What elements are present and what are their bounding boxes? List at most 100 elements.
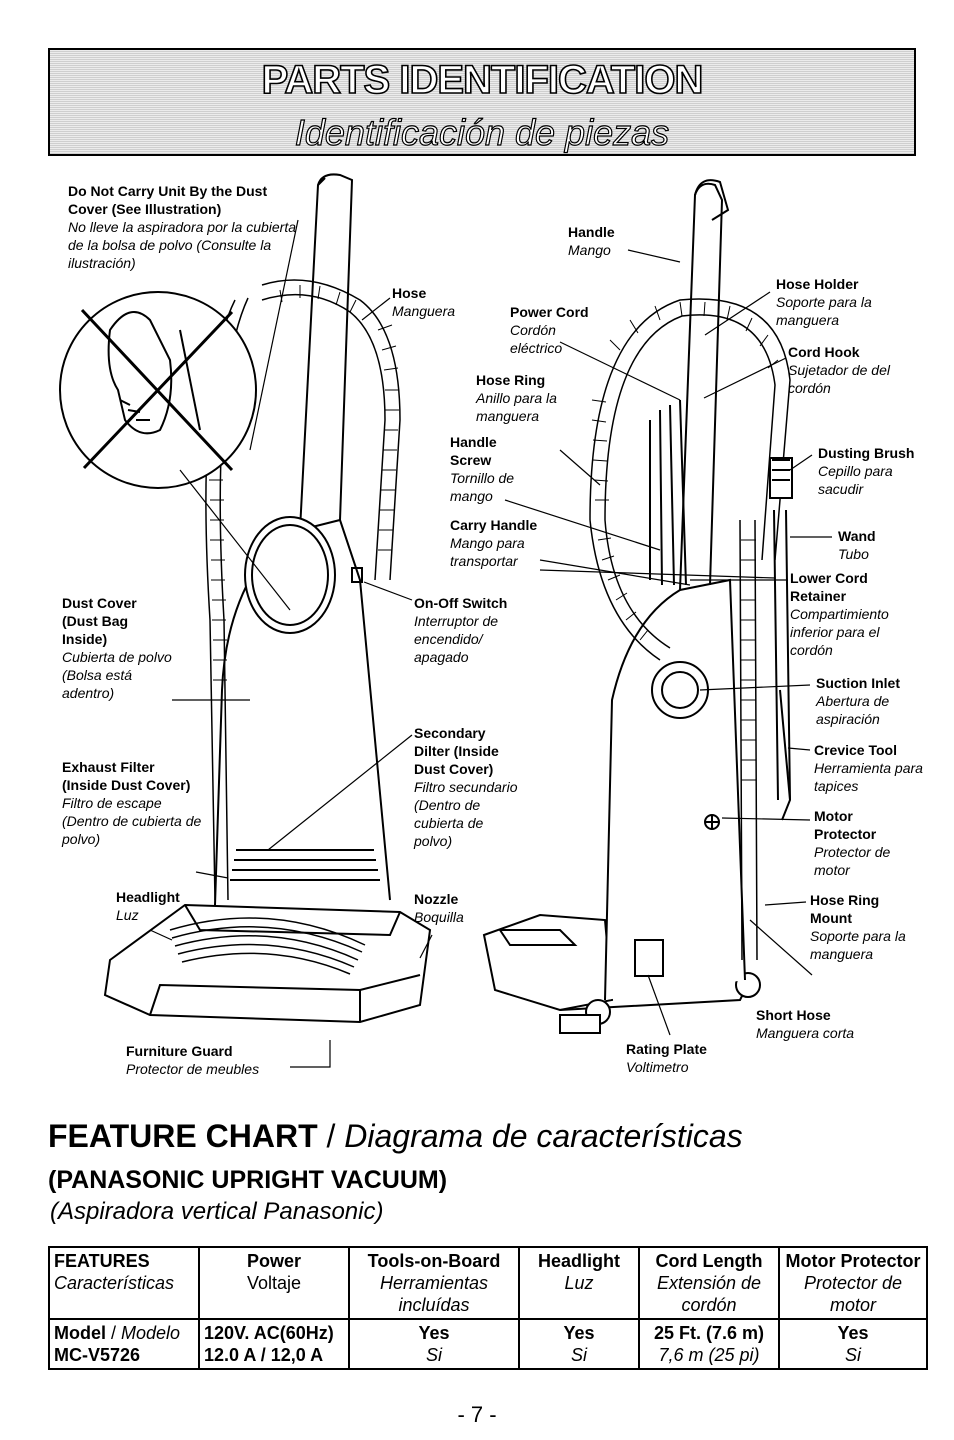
label-power-cord-en: Power Cord [510, 304, 589, 320]
label-crevice-tool-en: Crevice Tool [814, 742, 897, 758]
tools-es: Si [425, 1345, 442, 1365]
label-on-off-en: On-Off Switch [414, 595, 508, 611]
cell-cord-length: 25 Ft. (7.6 m) 7,6 m (25 pi) [638, 1318, 780, 1370]
label-handle-screw-es: Tornillo de mango [450, 470, 515, 504]
header-power: Power Voltaje [198, 1246, 350, 1320]
cell-power: 120V. AC(60Hz) 12.0 A / 12,0 A [198, 1318, 350, 1370]
header-es: Características [54, 1273, 175, 1293]
label-motor-protector: Motor Protector Protector de motor [814, 807, 904, 879]
header-en: Cord Length [655, 1251, 763, 1271]
label-hose-ring: Hose Ring Anillo para la manguera [476, 371, 576, 425]
title-banner: PARTS IDENTIFICATION Identificación de p… [48, 48, 916, 156]
page-number: - 7 - [457, 1402, 497, 1427]
label-power-cord: Power Cord Cordón eléctrico [510, 303, 610, 357]
label-hose-holder-es: Soporte para la manguera [776, 294, 872, 328]
label-headlight-en: Headlight [116, 889, 180, 905]
label-do-not-carry-en: Do Not Carry Unit By the Dust Cover (See… [68, 183, 268, 217]
feature-chart-title-es: Diagrama de características [344, 1118, 743, 1154]
label-cord-hook-es: Sujetador de del cordón [788, 362, 890, 396]
model-label-es: Modelo [121, 1323, 181, 1343]
feature-chart-subtitle-en: (PANASONIC UPRIGHT VACUUM) [48, 1166, 448, 1194]
label-exhaust-en: Exhaust Filter (Inside Dust Cover) [62, 759, 191, 793]
label-crevice-tool-es: Herramienta para tapices [814, 760, 923, 794]
header-tools: Tools-on-Board Herramientas incluídas [348, 1246, 520, 1320]
label-do-not-carry: Do Not Carry Unit By the Dust Cover (See… [68, 182, 308, 272]
label-hose-holder: Hose Holder Soporte para la manguera [776, 275, 886, 329]
label-exhaust-es: Filtro de escape (Dentro de cubierta de … [62, 795, 202, 847]
page-title: PARTS IDENTIFICATION [261, 57, 704, 103]
label-handle-screw-en: Handle Screw [450, 434, 497, 468]
label-motor-protector-es: Protector de motor [814, 844, 891, 878]
label-short-hose: Short Hose Manguera corta [756, 1006, 854, 1042]
feature-table: FEATURES Características Power Voltaje T… [48, 1246, 928, 1370]
label-suction-inlet: Suction Inlet Abertura de aspiración [816, 674, 926, 728]
feature-chart-title-en: FEATURE CHART [48, 1118, 318, 1154]
header-en: Tools-on-Board [367, 1251, 501, 1271]
headlight-en: Yes [563, 1323, 595, 1343]
header-features: FEATURES Características [48, 1246, 200, 1320]
table-header-row: FEATURES Características Power Voltaje T… [48, 1246, 928, 1320]
motor-en: Yes [837, 1323, 869, 1343]
label-on-off-switch: On-Off Switch Interruptor de encendido/ … [414, 594, 524, 666]
label-suction-inlet-en: Suction Inlet [816, 675, 900, 691]
label-hose-ring-en: Hose Ring [476, 372, 546, 388]
label-do-not-carry-es: No lleve la aspiradora por la cubierta d… [68, 219, 297, 271]
table-row: Model / Modelo MC-V5726 120V. AC(60Hz) 1… [48, 1318, 928, 1370]
power-amps: 12.0 A / 12,0 A [204, 1345, 324, 1365]
label-hose-ring-es: Anillo para la manguera [476, 390, 557, 424]
header-motor-protector: Motor Protector Protector de motor [778, 1246, 928, 1320]
label-lower-cord-en: Lower Cord Retainer [790, 570, 868, 604]
cell-model: Model / Modelo MC-V5726 [48, 1318, 200, 1370]
label-secondary-en: Secondary Dilter (Inside Dust Cover) [414, 725, 499, 777]
motor-es: Si [844, 1345, 861, 1365]
label-rating-plate-en: Rating Plate [626, 1041, 707, 1057]
label-hose: Hose Manguera [392, 284, 455, 320]
label-carry-handle-en: Carry Handle [450, 517, 538, 533]
cord-es: 7,6 m (25 pi) [658, 1345, 760, 1365]
model-label-en: Model [54, 1323, 106, 1343]
header-cord-length: Cord Length Extensión de cordón [638, 1246, 780, 1320]
label-dust-cover-es: Cubierta de polvo (Bolsa está adentro) [62, 649, 172, 701]
label-motor-protector-en: Motor Protector [814, 808, 877, 842]
label-nozzle-en: Nozzle [414, 891, 459, 907]
tools-en: Yes [418, 1323, 450, 1343]
label-handle-en: Handle [568, 224, 615, 240]
label-short-hose-en: Short Hose [756, 1007, 831, 1023]
label-carry-handle: Carry Handle Mango para transportar [450, 516, 560, 570]
model-label-sep: / [106, 1323, 122, 1343]
model-number: MC-V5726 [54, 1345, 141, 1365]
label-short-hose-es: Manguera corta [756, 1025, 855, 1041]
label-hose-en: Hose [392, 285, 427, 301]
headlight-es: Si [570, 1345, 587, 1365]
cell-tools: Yes Si [348, 1318, 520, 1370]
feature-chart-subtitle-es: (Aspiradora vertical Panasonic) [50, 1198, 384, 1225]
label-handle-es: Mango [568, 242, 611, 258]
label-wand-es: Tubo [838, 546, 869, 562]
label-wand: Wand Tubo [838, 527, 876, 563]
label-nozzle-es: Boquilla [414, 909, 464, 925]
label-hose-es: Manguera [392, 303, 456, 319]
label-secondary-filter: Secondary Dilter (Inside Dust Cover) Fil… [414, 724, 524, 850]
header-en: Power [246, 1251, 302, 1271]
feature-chart-title: FEATURE CHART / Diagrama de característi… [48, 1118, 743, 1155]
label-cord-hook-en: Cord Hook [788, 344, 860, 360]
label-power-cord-es: Cordón eléctrico [510, 322, 563, 356]
header-es: Extensión de cordón [656, 1273, 762, 1315]
label-exhaust-filter: Exhaust Filter (Inside Dust Cover) Filtr… [62, 758, 202, 848]
label-dust-cover-en: Dust Cover (Dust Bag Inside) [62, 595, 137, 647]
label-furniture-guard-en: Furniture Guard [126, 1043, 233, 1059]
label-carry-handle-es: Mango para transportar [450, 535, 525, 569]
power-voltage: 120V. AC(60Hz) [204, 1323, 334, 1343]
vacuum-illustration [59, 173, 832, 1068]
label-on-off-es: Interruptor de encendido/ apagado [414, 613, 499, 665]
label-cord-hook: Cord Hook Sujetador de del cordón [788, 343, 898, 397]
label-nozzle: Nozzle Boquilla [414, 890, 464, 926]
label-crevice-tool: Crevice Tool Herramienta para tapices [814, 741, 924, 795]
header-es: Voltaje [246, 1273, 302, 1293]
page-subtitle: Identificación de piezas [294, 111, 670, 153]
label-dusting-brush: Dusting Brush Cepillo para sacudir [818, 444, 918, 498]
label-hose-ring-mount: Hose Ring Mount Soporte para la manguera [810, 891, 920, 963]
header-en: FEATURES [54, 1251, 150, 1271]
label-handle: Handle Mango [568, 223, 615, 259]
label-furniture-guard-es: Protector de meubles [126, 1061, 260, 1077]
